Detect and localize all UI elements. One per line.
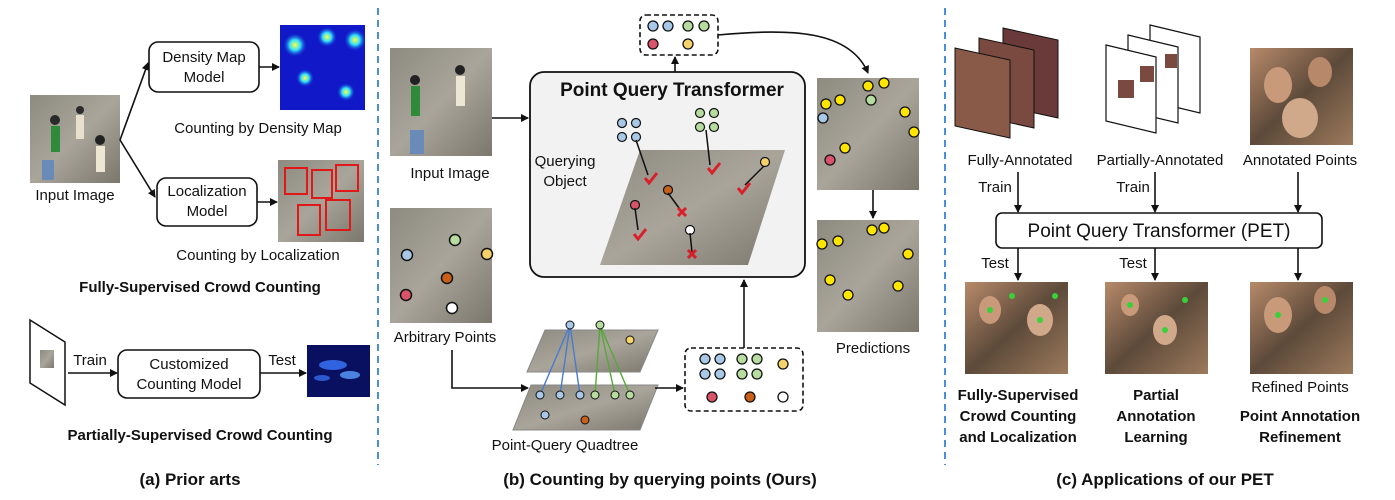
prior-arts-panel: Input Image Density Map Model Counting b… bbox=[29, 25, 370, 489]
pet-box bbox=[995, 212, 1323, 249]
fully-annotated-label: Fully-Annotated bbox=[967, 152, 1072, 169]
partially-annotated-images bbox=[1105, 24, 1201, 134]
arrow-to-localization-model bbox=[119, 139, 156, 198]
app1-result-image bbox=[965, 282, 1068, 374]
train-label-a: Train bbox=[73, 352, 107, 369]
fully-supervised-title: Fully-Supervised Crowd Counting bbox=[79, 279, 321, 296]
input-image-label: Input Image bbox=[35, 187, 114, 204]
arrow-points-to-quadtree bbox=[451, 350, 529, 392]
point-query-quadtree bbox=[512, 320, 659, 431]
app1-line3: and Localization bbox=[959, 429, 1077, 446]
caption-c: (c) Applications of our PET bbox=[1056, 470, 1274, 489]
annotated-points-image bbox=[1250, 48, 1353, 145]
density-model-line2: Model bbox=[184, 69, 225, 86]
arrow-to-density-model bbox=[119, 62, 150, 141]
app2-result-image bbox=[1105, 282, 1208, 374]
predictions-label: Predictions bbox=[836, 340, 910, 357]
localization-image bbox=[278, 160, 364, 242]
pqt-title: Point Query Transformer bbox=[560, 80, 784, 101]
app3-line2: Refinement bbox=[1259, 429, 1341, 446]
partial-density-output bbox=[307, 345, 370, 397]
partially-annotated-label: Partially-Annotated bbox=[1097, 152, 1224, 169]
density-map-image bbox=[280, 25, 366, 110]
counting-by-density-label: Counting by Density Map bbox=[174, 120, 342, 137]
customized-model-line2: Counting Model bbox=[136, 376, 241, 393]
input-crowd-image bbox=[30, 95, 120, 183]
ours-input-image-label: Input Image bbox=[410, 165, 489, 182]
partially-supervised-title: Partially-Supervised Crowd Counting bbox=[67, 427, 332, 444]
quadtree-label: Point-Query Quadtree bbox=[492, 437, 639, 454]
intermediate-prediction-image bbox=[817, 77, 920, 190]
partial-input-image bbox=[29, 318, 66, 407]
density-model-line1: Density Map bbox=[162, 49, 245, 66]
app2-line3: Learning bbox=[1124, 429, 1187, 446]
fully-annotated-images bbox=[954, 27, 1059, 139]
ours-input-image bbox=[390, 48, 492, 156]
caption-b: (b) Counting by querying points (Ours) bbox=[503, 470, 817, 489]
test-label-c1: Test bbox=[981, 255, 1009, 272]
refined-points-label: Refined Points bbox=[1251, 379, 1349, 396]
localization-model-line1: Localization bbox=[167, 183, 246, 200]
applications-panel: Fully-Annotated Partially-Annotated Anno… bbox=[954, 24, 1360, 489]
arbitrary-points-image bbox=[390, 208, 494, 323]
app2-line2: Annotation bbox=[1116, 408, 1195, 425]
app2-line1: Partial bbox=[1133, 387, 1179, 404]
train-label-c1: Train bbox=[978, 179, 1012, 196]
counting-by-localization-label: Counting by Localization bbox=[176, 247, 339, 264]
app1-line2: Crowd Counting bbox=[960, 408, 1077, 425]
app3-result-image bbox=[1250, 282, 1353, 374]
caption-a: (a) Prior arts bbox=[139, 470, 240, 489]
train-label-c2: Train bbox=[1116, 179, 1150, 196]
app1-line1: Fully-Supervised bbox=[958, 387, 1079, 404]
querying-object-line2: Object bbox=[543, 173, 587, 190]
final-prediction-image bbox=[816, 220, 919, 332]
test-label-a: Test bbox=[268, 352, 296, 369]
querying-crowd-plane bbox=[600, 107, 785, 265]
test-label-c2: Test bbox=[1119, 255, 1147, 272]
customized-model-line1: Customized bbox=[149, 356, 228, 373]
arrow-queries-to-predictions bbox=[717, 31, 869, 74]
localization-model-line2: Model bbox=[187, 203, 228, 220]
query-set-top bbox=[639, 14, 719, 56]
arbitrary-points-label: Arbitrary Points bbox=[394, 329, 497, 346]
annotated-points-label: Annotated Points bbox=[1243, 152, 1357, 169]
query-set-bottom bbox=[684, 347, 804, 412]
pet-label: Point Query Transformer (PET) bbox=[1028, 221, 1291, 242]
app3-line1: Point Annotation bbox=[1240, 408, 1360, 425]
querying-object-line1: Querying bbox=[535, 153, 596, 170]
ours-panel: Input Image Arbitrary Points bbox=[390, 14, 920, 489]
customized-model-box bbox=[117, 349, 261, 399]
